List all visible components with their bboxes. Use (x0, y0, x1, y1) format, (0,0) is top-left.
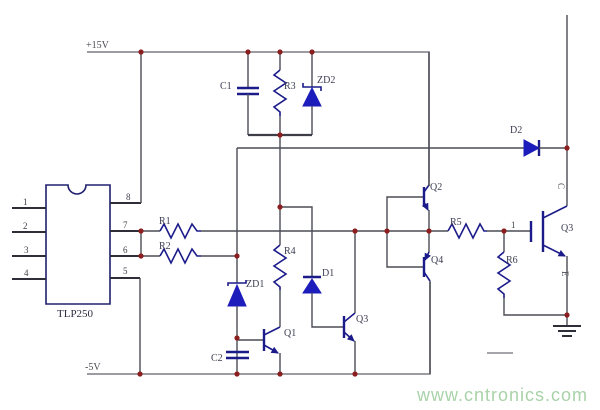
pin4-number: 4 (24, 268, 29, 278)
transistor-q3-small-label: Q3 (356, 314, 368, 325)
resistor-r5: R5 (429, 217, 531, 240)
junction-dot (245, 49, 251, 55)
junction-dot (277, 49, 283, 55)
igbt-q3: 1 Q3 C E (511, 15, 573, 315)
pin5-number: 5 (123, 266, 128, 276)
junction-dot (138, 228, 144, 234)
resistor-r5-label: R5 (450, 217, 462, 228)
negative-rail-label: -5V (85, 362, 101, 373)
junction-dot (137, 371, 143, 377)
resistor-r1-label: R1 (159, 216, 171, 227)
junction-dot (138, 49, 144, 55)
ic-tlp250: TLP250 1 2 3 4 8 7 6 5 (12, 184, 141, 320)
watermark-text: www.cntronics.com (416, 385, 588, 405)
junction-dot (277, 132, 283, 138)
capacitor-c2-label: C2 (211, 353, 223, 364)
capacitor-c1-label: C1 (220, 81, 232, 92)
resistor-r6: R6 (496, 231, 567, 316)
resistor-r3-label: R3 (284, 81, 296, 92)
junction-dot (234, 253, 240, 259)
igbt-collector-label: C (556, 183, 566, 189)
resistor-r4-label: R4 (284, 246, 296, 257)
junction-dot (277, 371, 283, 377)
junction-dot (138, 253, 144, 259)
diode-d1: D1 (302, 268, 344, 328)
resistor-r3: R3 (272, 52, 296, 135)
diode-d2-label: D2 (510, 125, 522, 136)
junction-dot (564, 145, 570, 151)
transistor-q2: Q2 (421, 52, 442, 231)
transistor-q4-label: Q4 (431, 255, 443, 266)
igbt-gate-pin-label: 1 (511, 220, 516, 230)
diode-d2: D2 (237, 125, 567, 157)
zener-zd2: ZD2 (302, 52, 335, 135)
transistor-q3-small: Q3 (342, 231, 368, 374)
ic-body (45, 184, 111, 305)
zener-zd1: ZD1 (227, 279, 264, 374)
junction-dot (234, 335, 240, 341)
negative-rail: -5V (85, 282, 431, 375)
capacitor-c1: C1 (220, 52, 259, 135)
resistor-r4: R4 (272, 207, 296, 327)
ic-part-number: TLP250 (57, 308, 94, 320)
transistor-q1: Q1 (238, 326, 296, 374)
positive-rail: +15V (86, 40, 430, 186)
junction-dot (309, 49, 315, 55)
junction-dot (352, 371, 358, 377)
junction-dot (501, 228, 507, 234)
pin8-number: 8 (126, 192, 131, 202)
positive-rail-label: +15V (86, 40, 110, 51)
transistor-q1-label: Q1 (284, 328, 296, 339)
igbt-q3-label: Q3 (561, 223, 573, 234)
ground-symbol (553, 315, 581, 337)
pin2-number: 2 (23, 221, 28, 231)
resistor-r2-label: R2 (159, 241, 171, 252)
pin3-number: 3 (24, 245, 29, 255)
pin1-number: 1 (23, 197, 28, 207)
junction-dots (137, 49, 570, 377)
igbt-emitter-label: E (560, 271, 570, 277)
junction-dot (352, 228, 358, 234)
junction-dot (384, 228, 390, 234)
transistor-q2-label: Q2 (430, 182, 442, 193)
junction-dot (426, 228, 432, 234)
resistor-r2: R2 (141, 241, 237, 265)
junction-dot (277, 204, 283, 210)
pushpull-base-wire (386, 196, 424, 268)
junction-dot (564, 312, 570, 318)
pin6-number: 6 (123, 245, 128, 255)
zener-zd1-label: ZD1 (246, 279, 264, 290)
pin7-number: 7 (123, 220, 128, 230)
resistor-r1: R1 (141, 216, 429, 240)
junction-dot (234, 371, 240, 377)
resistor-r6-label: R6 (506, 255, 518, 266)
diode-d1-label: D1 (322, 268, 334, 279)
transistor-q4: Q4 (422, 231, 443, 374)
d1-top-wire (280, 206, 313, 277)
capacitor-c2: C2 (211, 350, 249, 364)
zener-zd2-label: ZD2 (317, 75, 335, 86)
